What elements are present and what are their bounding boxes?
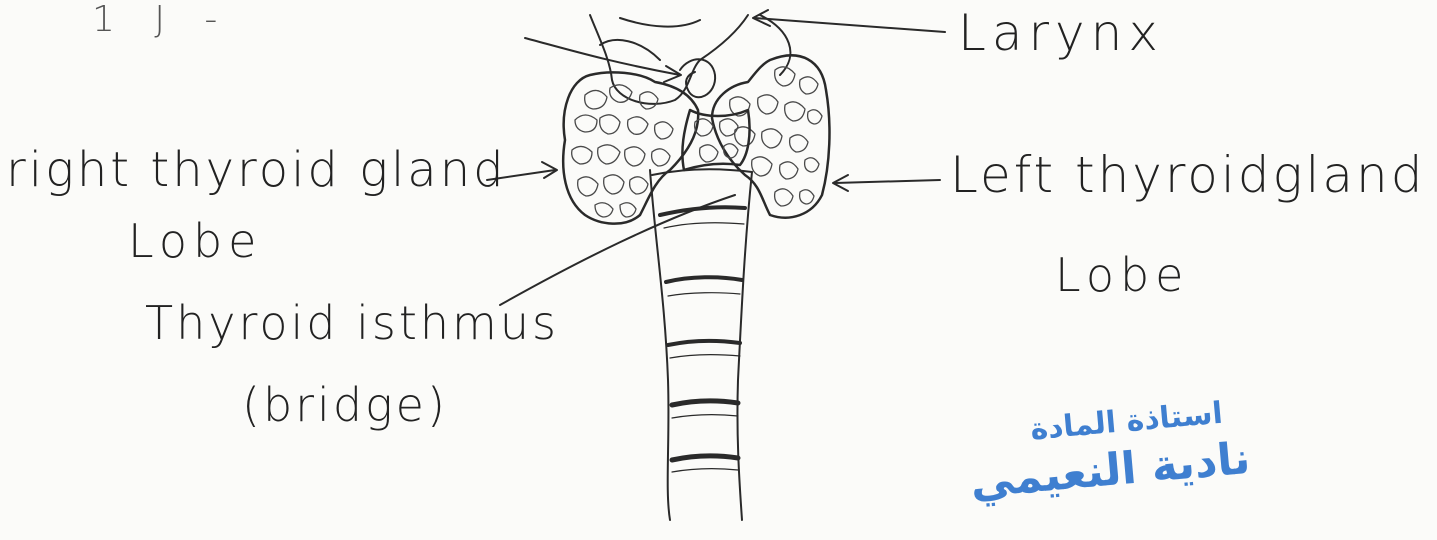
larynx-pointer (755, 18, 945, 32)
isthmus-pointer (500, 195, 735, 305)
right-lobe-label-line1: right thyroid gland (6, 146, 507, 194)
right-lobe-drawing (563, 72, 698, 223)
isthmus-label-line1: Thyroid isthmus (145, 300, 559, 346)
isthmus-label-line2: (bridge) (242, 382, 448, 428)
left-lobe-pointer (835, 180, 940, 183)
larynx-label: Larynx (958, 8, 1164, 58)
left-lobe-label-line1: Left thyroidgland (950, 150, 1426, 200)
larynx-drawing (590, 15, 790, 104)
left-lobe-label-line2: Lobe (1055, 252, 1189, 298)
right-lobe-label-line2: Lobe (128, 218, 262, 264)
left-lobe-drawing (712, 55, 829, 217)
partial-top-label: 1 J - (92, 2, 231, 38)
